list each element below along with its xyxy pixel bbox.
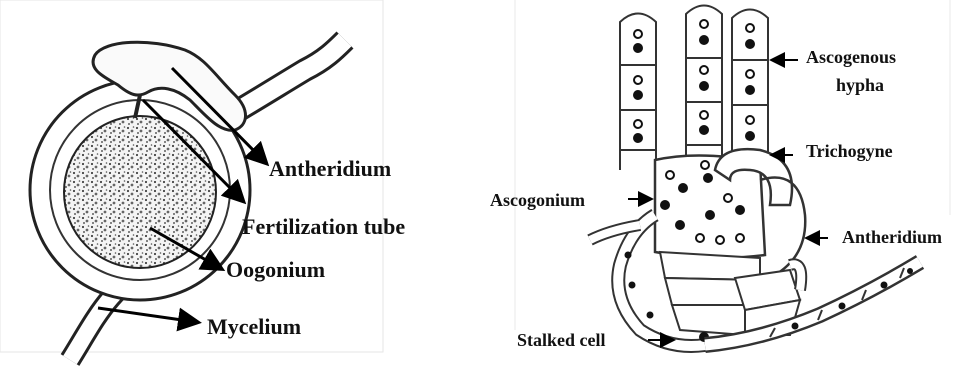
ascogenous-hypha-3: [732, 10, 768, 166]
label-antheridium-right: Antheridium: [842, 227, 942, 247]
label-fertilization-tube: Fertilization tube: [242, 214, 405, 239]
left-panel: Antheridium Fertilization tube Oogonium …: [0, 0, 405, 360]
label-antheridium-left: Antheridium: [269, 156, 391, 181]
right-panel: Ascogenous hypha Trichogyne Ascogonium A…: [490, 0, 950, 350]
ascogenous-hypha-1: [620, 14, 656, 171]
ascogenous-hypha-2: [686, 6, 722, 166]
label-stalked-cell: Stalked cell: [517, 330, 606, 350]
oosphere: [64, 116, 216, 268]
label-oogonium: Oogonium: [226, 257, 325, 282]
label-ascogenous-line2: hypha: [836, 75, 884, 95]
label-ascogenous-line1: Ascogenous: [806, 47, 896, 67]
label-ascogonium: Ascogonium: [490, 190, 585, 210]
label-mycelium: Mycelium: [207, 314, 301, 339]
label-trichogyne: Trichogyne: [806, 141, 893, 161]
